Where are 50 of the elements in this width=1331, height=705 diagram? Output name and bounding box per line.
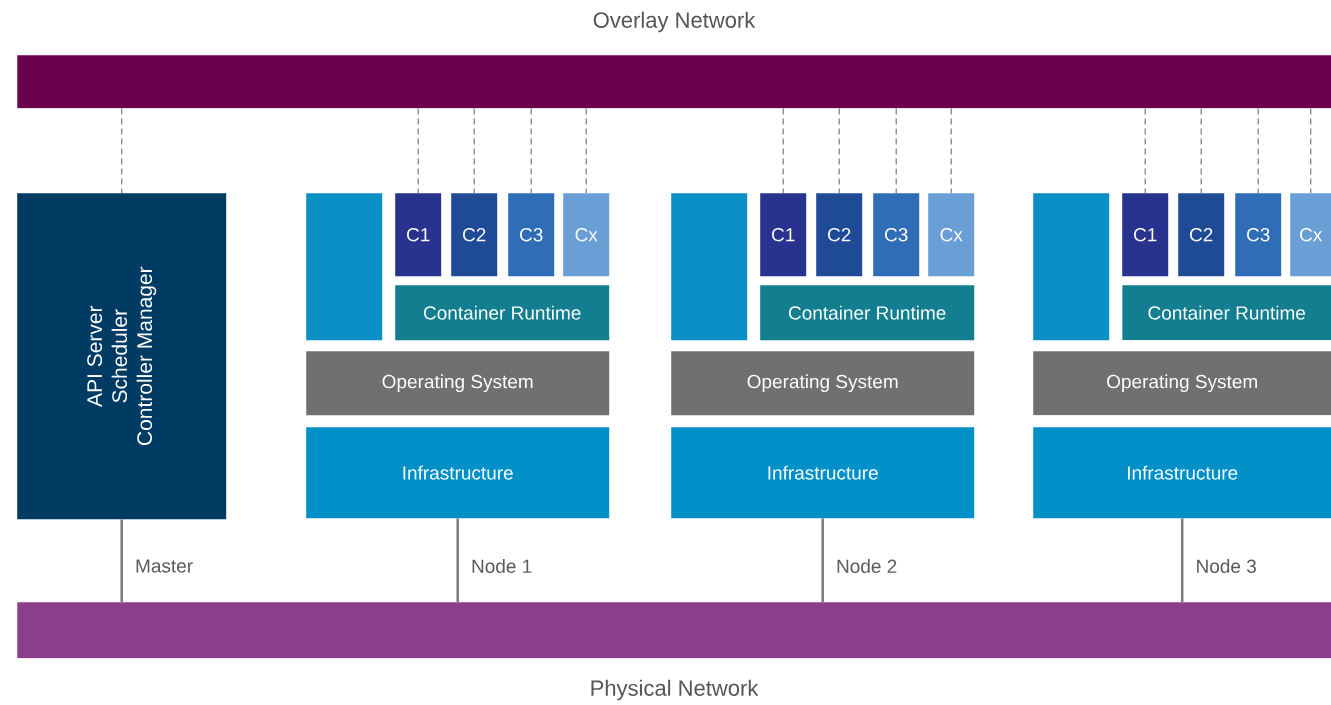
dashed-connector	[1144, 107, 1146, 194]
container-box: C2	[451, 193, 498, 277]
dashed-connector	[895, 107, 897, 194]
connector-line	[120, 519, 123, 602]
agent-box	[671, 193, 748, 341]
node-label: Overlay Network	[593, 11, 756, 33]
infrastructure-box: Infrastructure	[306, 427, 610, 519]
connector-line	[456, 518, 459, 602]
dashed-connector	[121, 107, 123, 194]
dashed-connector	[1310, 107, 1312, 194]
container-box: Cx	[563, 193, 610, 277]
network-band: Overlay Network	[17, 11, 1331, 109]
connector-line	[1180, 518, 1184, 602]
container-box: C2	[816, 193, 863, 277]
container-box: C3	[873, 193, 920, 277]
os-box: Operating System	[306, 351, 610, 416]
master-box: API Server Scheduler Controller Manager	[17, 193, 227, 520]
container-box: C1	[1122, 193, 1169, 277]
dashed-connector	[417, 107, 419, 194]
container-box: Cx	[1290, 193, 1331, 277]
dashed-connector	[530, 107, 532, 194]
infrastructure-box: Infrastructure	[1033, 427, 1331, 519]
os-box: Operating System	[671, 351, 975, 416]
node-label: Node 2	[837, 559, 897, 573]
container-box: C3	[1235, 193, 1282, 277]
network-band: Physical Network	[17, 602, 1331, 701]
node-label: Physical Network	[591, 679, 759, 701]
infrastructure-box: Infrastructure	[671, 427, 975, 519]
connector-line	[821, 518, 824, 602]
runtime-box: Container Runtime	[1122, 285, 1331, 341]
container-box: C1	[395, 193, 442, 277]
dashed-connector	[838, 107, 840, 194]
node-label: Node 1	[472, 559, 532, 573]
agent-box	[306, 193, 383, 341]
runtime-box: Container Runtime	[395, 285, 610, 341]
container-box: C3	[508, 193, 555, 277]
dashed-connector	[1200, 107, 1202, 194]
container-box: C1	[760, 193, 807, 277]
dashed-connector	[782, 107, 784, 194]
dashed-connector	[1257, 107, 1259, 194]
dashed-connector	[585, 107, 587, 194]
container-box: Cx	[928, 193, 975, 277]
dashed-connector	[950, 107, 952, 194]
node-label: Node 3	[1197, 559, 1256, 573]
agent-box	[1033, 193, 1110, 341]
node-label: Master	[136, 559, 193, 573]
runtime-box: Container Runtime	[760, 285, 975, 341]
dashed-connector	[473, 107, 475, 194]
container-box: C2	[1178, 193, 1225, 277]
os-box: Operating System	[1033, 351, 1331, 416]
